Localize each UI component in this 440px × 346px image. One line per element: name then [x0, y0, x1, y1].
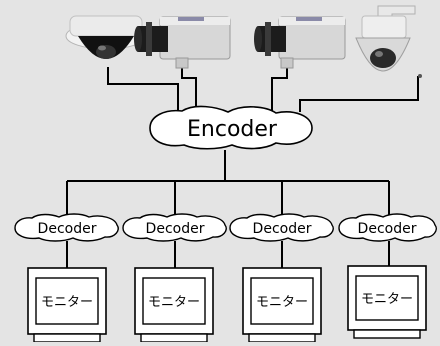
monitor-label: モニター — [148, 295, 200, 310]
encoder-label: Encoder — [187, 117, 278, 142]
decoder-label: Decoder — [358, 221, 417, 237]
decoder-node: Decoder — [229, 213, 334, 242]
decoder-cloud-shape — [338, 213, 437, 242]
monitor-label: モニター — [256, 295, 308, 310]
monitor-label: モニター — [361, 292, 413, 307]
ptz-dome-camera-icon — [355, 5, 422, 78]
encoder-cloud-shape — [149, 105, 313, 150]
decoder-cloud-shape — [122, 213, 227, 242]
box-camera-icon — [134, 16, 231, 69]
monitor-icon: モニター — [347, 265, 427, 339]
monitor-icon: モニター — [27, 267, 107, 343]
dome-camera-icon — [65, 15, 147, 59]
decoder-cloud-shape — [229, 213, 334, 242]
monitor-icon: モニター — [242, 267, 322, 343]
encoder-node: Encoder — [149, 105, 313, 150]
box-camera-icon — [254, 16, 346, 69]
decoder-node: Decoder — [14, 213, 119, 242]
link-camera-1 — [107, 67, 179, 112]
decoder-label: Decoder — [253, 221, 312, 237]
decoder-label: Decoder — [38, 221, 97, 237]
decoder-label: Decoder — [146, 221, 205, 237]
decoder-node: Decoder — [122, 213, 227, 242]
connection-lines — [66, 67, 419, 268]
link-camera-2 — [181, 68, 197, 112]
decoder-cloud-shape — [14, 213, 119, 242]
monitor-label: モニター — [41, 295, 93, 310]
decoder-node: Decoder — [338, 213, 437, 242]
link-camera-3 — [271, 68, 288, 112]
link-camera-4 — [299, 76, 419, 112]
monitor-icon: モニター — [134, 267, 214, 343]
